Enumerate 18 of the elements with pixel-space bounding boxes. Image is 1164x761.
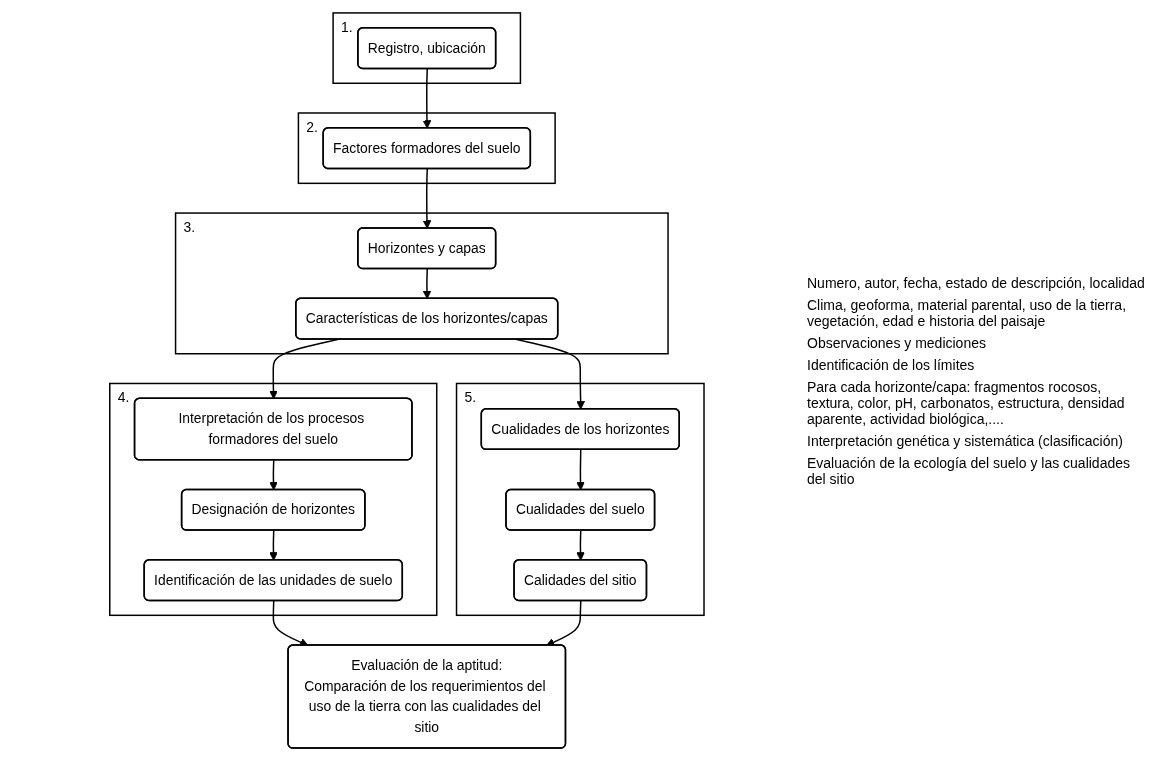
- note-text: Interpretación genética y sistemática (clasificación): [807, 432, 1124, 449]
- arrow: [576, 529, 585, 561]
- arrow: [269, 529, 278, 561]
- arrow: [515, 338, 586, 410]
- note-text: Observaciones y mediciones: [807, 334, 987, 351]
- note-text: Clima, geoforma, material parental, uso de la tierra, vegetación, edad e historia del paisaje: [807, 296, 1128, 329]
- note-text: Identificación de los límites: [807, 356, 976, 373]
- arrow: [422, 168, 432, 229]
- arrow: [546, 600, 582, 647]
- arrow: [576, 449, 585, 491]
- arrow: [422, 268, 432, 300]
- arrow: [269, 338, 340, 400]
- arrow: [272, 600, 309, 647]
- note-text: Evaluación de la ecología del suelo y las cualidades del sitio: [807, 454, 1131, 487]
- note-text: Para cada horizonte/capa: fragmentos rocosos, textura, color, pH, carbonatos, estructura, densidad aparente, actividad biológica,....: [807, 378, 1126, 427]
- note-text: Numero, autor, fecha, estado de descripción, localidad: [807, 274, 1146, 291]
- arrow: [422, 68, 432, 129]
- arrow: [269, 459, 278, 491]
